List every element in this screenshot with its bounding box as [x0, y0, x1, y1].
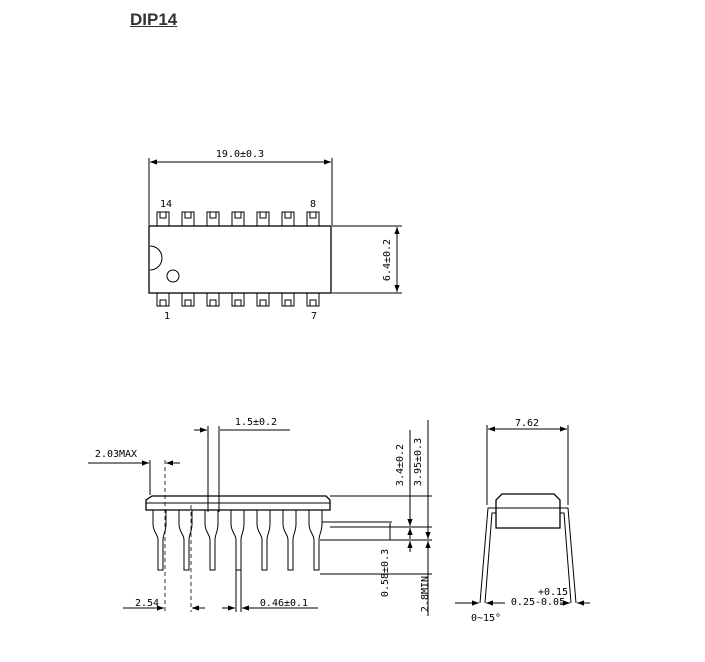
left-lead — [479, 507, 496, 604]
lead-thickness-tol: +0.15 — [538, 587, 568, 598]
side-leads — [152, 510, 323, 571]
length-dim: 19.0±0.3 — [216, 149, 264, 160]
lead-shoulder-dim: 1.5±0.2 — [235, 417, 277, 428]
pin-14-label: 14 — [160, 199, 172, 210]
orientation-notch — [149, 245, 163, 271]
pin-8-label: 8 — [310, 199, 316, 210]
lead-angle-dim: 0~15° — [471, 613, 501, 624]
top-pin-row — [156, 211, 320, 226]
lead-thickness-dim: 0.25-0.05 — [511, 597, 565, 608]
standoff-dim: 0.58±0.3 — [380, 549, 391, 597]
end-view: 7.62 +0.15 0.25-0.05 0~15° — [455, 418, 590, 624]
bottom-pin-row — [156, 293, 320, 307]
side-view: 1.5±0.2 2.03MAX 3.4±0.2 3.95±0.3 0.58±0.… — [88, 417, 432, 616]
side-body — [145, 495, 331, 511]
lead-width-dim: 0.46±0.1 — [260, 598, 308, 609]
pitch-dim: 2.54 — [135, 598, 159, 609]
end-body — [495, 493, 561, 529]
width-dim: 6.4±0.2 — [382, 239, 393, 281]
pin-1-label: 1 — [164, 311, 170, 322]
overhang-dim: 2.03MAX — [95, 449, 137, 460]
right-lead — [560, 507, 577, 604]
package-body — [148, 225, 332, 294]
seated-height-dim: 3.95±0.3 — [413, 438, 424, 486]
lead-length-dim: 2.8MIN — [420, 576, 431, 612]
pin1-marker — [166, 269, 180, 283]
pin-7-label: 7 — [311, 311, 317, 322]
top-view: 19.0±0.3 6.4±0.2 14 — [148, 149, 402, 322]
body-height-dim: 3.4±0.2 — [395, 444, 406, 486]
drawing-title: DIP14 — [130, 10, 178, 29]
row-spacing-dim: 7.62 — [515, 418, 539, 429]
